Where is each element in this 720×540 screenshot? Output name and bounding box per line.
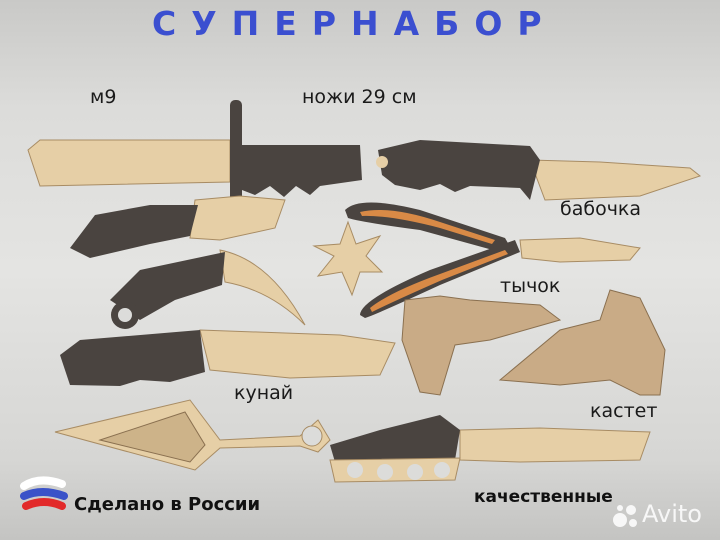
label-butterfly: бабочка (560, 198, 642, 220)
knuckle-knife (329, 415, 651, 483)
kunai-knife (54, 399, 331, 471)
bowie-knife (60, 329, 396, 386)
russian-flag-icon (20, 476, 68, 510)
page-title: СУПЕРНАБОР (152, 4, 557, 43)
karambit-knife (110, 249, 306, 329)
made-in-russia: Сделано в России (74, 494, 261, 515)
butterfly-knife (345, 202, 641, 318)
avito-logo-icon (613, 505, 637, 527)
throwing-star (312, 220, 384, 297)
label-push-dagger: тычок (500, 275, 561, 297)
m9-knife (27, 100, 362, 215)
label-size: ножи 29 см (302, 86, 417, 108)
quality-label: качественные (474, 487, 613, 507)
label-knuckles: кастет (590, 400, 658, 422)
push-dagger (401, 289, 666, 396)
label-kunai: кунай (234, 382, 294, 404)
gut-knife (70, 195, 286, 258)
huntsman-knife (376, 140, 702, 201)
label-m9: м9 (90, 86, 117, 108)
avito-watermark: Avito (642, 500, 702, 528)
